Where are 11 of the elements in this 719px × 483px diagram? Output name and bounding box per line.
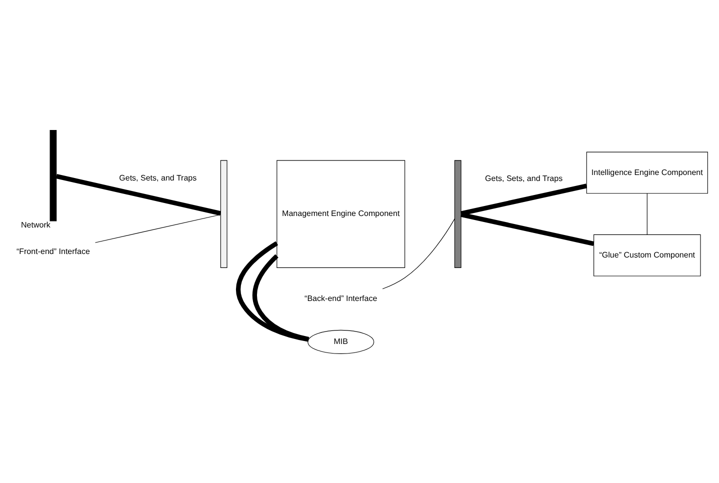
node-bar bbox=[50, 130, 57, 221]
node-bar bbox=[454, 160, 462, 268]
connector bbox=[56, 173, 221, 216]
connector bbox=[460, 212, 594, 246]
connector bbox=[460, 183, 588, 216]
connector bbox=[94, 214, 221, 242]
node-bar bbox=[220, 160, 228, 268]
connector bbox=[646, 192, 648, 234]
connector bbox=[252, 254, 310, 341]
connector bbox=[382, 218, 455, 289]
connector bbox=[236, 240, 309, 342]
